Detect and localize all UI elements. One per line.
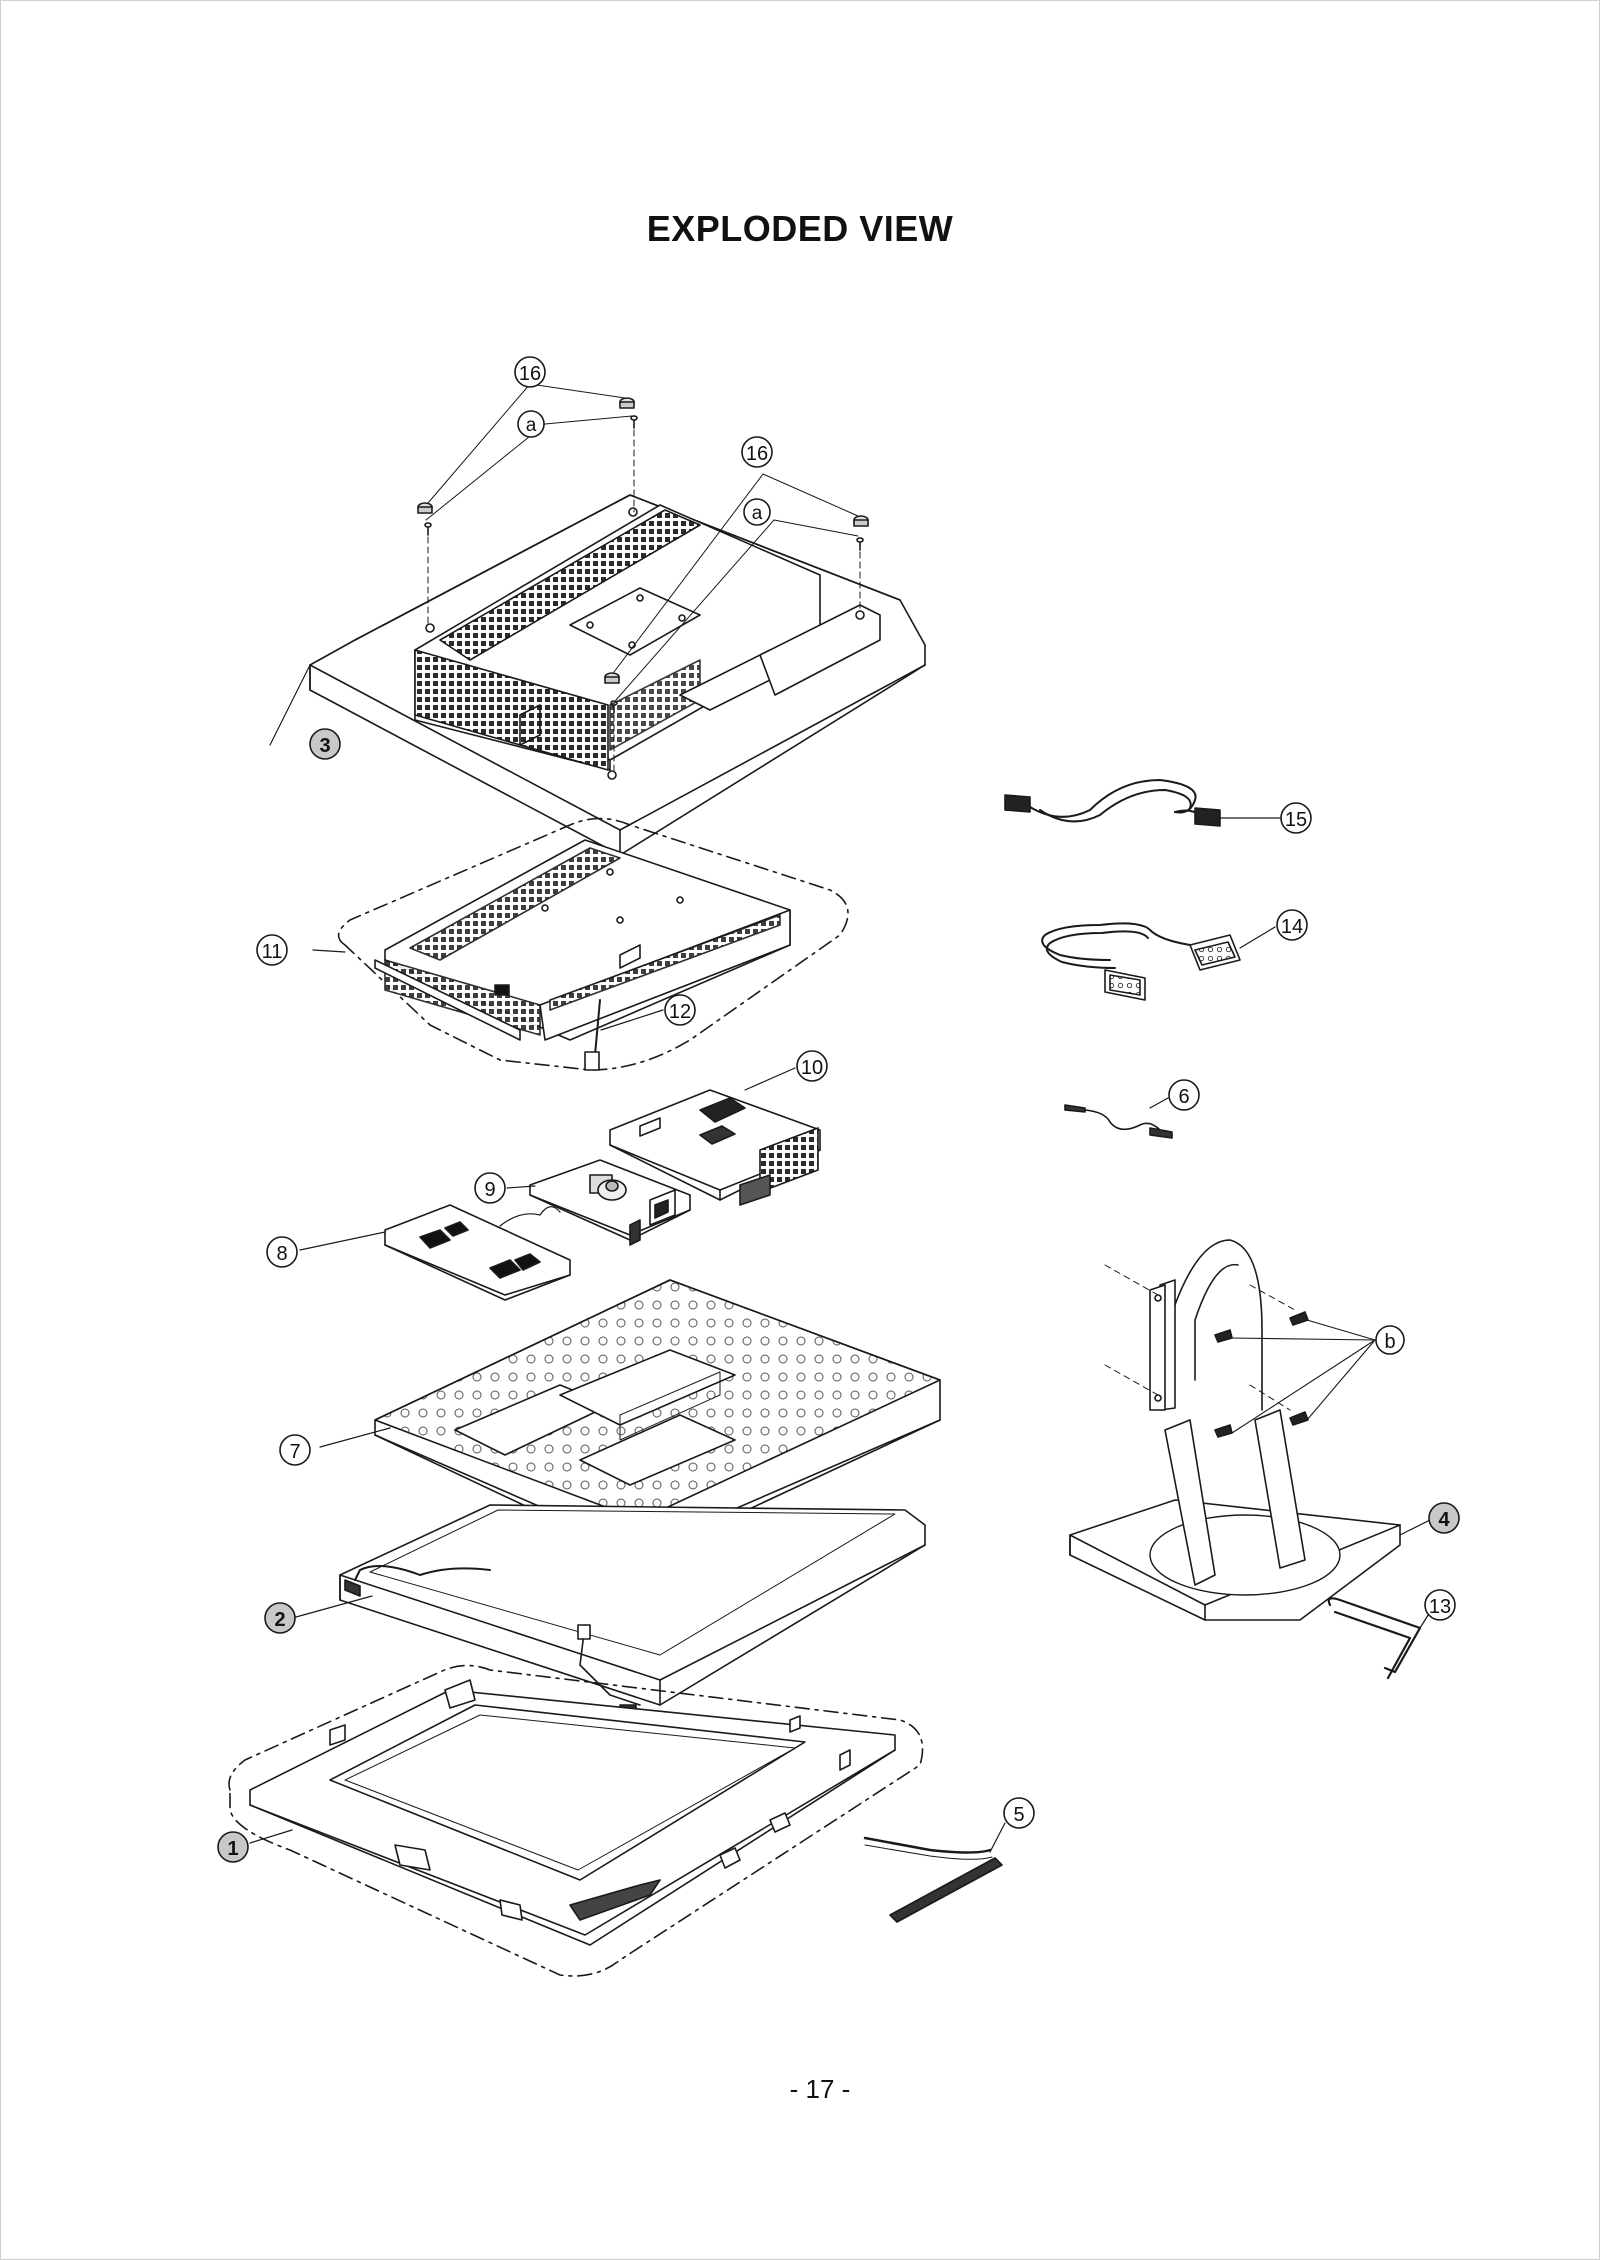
- callout-label: 10: [801, 1057, 823, 1079]
- control-board-part-8: [299, 1204, 571, 1301]
- callout-label: 5: [1013, 1804, 1024, 1826]
- callout-5: 5: [1003, 1797, 1035, 1829]
- callout-9: 9: [474, 1172, 506, 1204]
- callout-15: 15: [1280, 802, 1312, 834]
- flat-cable-part-5: [863, 1822, 1006, 1923]
- callout-label: 9: [484, 1179, 495, 1201]
- callout-label: 7: [289, 1441, 300, 1463]
- front-bezel-part-1: [228, 1664, 924, 1977]
- callout-14: 14: [1276, 909, 1308, 941]
- callout-label: 11: [262, 941, 283, 963]
- main-board-part-10: [609, 1067, 821, 1206]
- callout-12: 12: [664, 994, 696, 1026]
- handle-part-13: [1327, 1597, 1431, 1680]
- callout-6: 6: [1168, 1079, 1200, 1111]
- callout-label: 4: [1438, 1509, 1450, 1531]
- callout-label: 13: [1429, 1596, 1451, 1618]
- screws-part-16-a: [417, 383, 869, 773]
- signal-cable-part-14: [1041, 922, 1276, 1001]
- callout-10: 10: [796, 1050, 828, 1082]
- cable-part-15: [1004, 779, 1281, 827]
- callout-label: 2: [274, 1609, 285, 1631]
- callout-8: 8: [266, 1236, 298, 1268]
- callout-label: b: [1384, 1331, 1395, 1353]
- shield-group-part-11-12: [312, 817, 849, 1071]
- callout-label: 15: [1285, 809, 1307, 831]
- callout-b: b: [1375, 1325, 1405, 1355]
- back-cover-part-3: [269, 494, 926, 856]
- power-board-part-9: [506, 1159, 691, 1246]
- callout-16-right: 16: [741, 436, 773, 468]
- callout-13: 13: [1424, 1589, 1456, 1621]
- callout-a-top: a: [517, 410, 545, 438]
- callout-11: 11: [256, 934, 288, 966]
- callout-label: 1: [227, 1838, 238, 1860]
- callout-7: 7: [279, 1434, 311, 1466]
- callout-label: 14: [1281, 916, 1303, 938]
- callout-label: 3: [319, 735, 330, 757]
- callout-label: a: [752, 503, 763, 524]
- callout-3: 3: [309, 728, 341, 760]
- callout-label: a: [526, 415, 537, 436]
- callout-label: 16: [746, 443, 768, 465]
- frame-part-7: [319, 1279, 941, 1561]
- callout-2: 2: [264, 1602, 296, 1634]
- callout-label: 16: [519, 363, 541, 385]
- callout-16-top: 16: [514, 356, 546, 388]
- page-title: EXPLODED VIEW: [646, 208, 954, 249]
- lcd-panel-part-2: [295, 1504, 926, 1718]
- callout-label: 12: [669, 1001, 691, 1023]
- callout-a-right: a: [743, 498, 771, 526]
- cable-part-6: [1064, 1097, 1173, 1139]
- callout-4: 4: [1428, 1502, 1460, 1534]
- callout-1: 1: [217, 1831, 249, 1863]
- page-number: - 17 -: [789, 2074, 851, 2104]
- callout-label: 8: [276, 1243, 287, 1265]
- callout-label: 6: [1178, 1086, 1189, 1108]
- stand-part-4: [1069, 1239, 1431, 1621]
